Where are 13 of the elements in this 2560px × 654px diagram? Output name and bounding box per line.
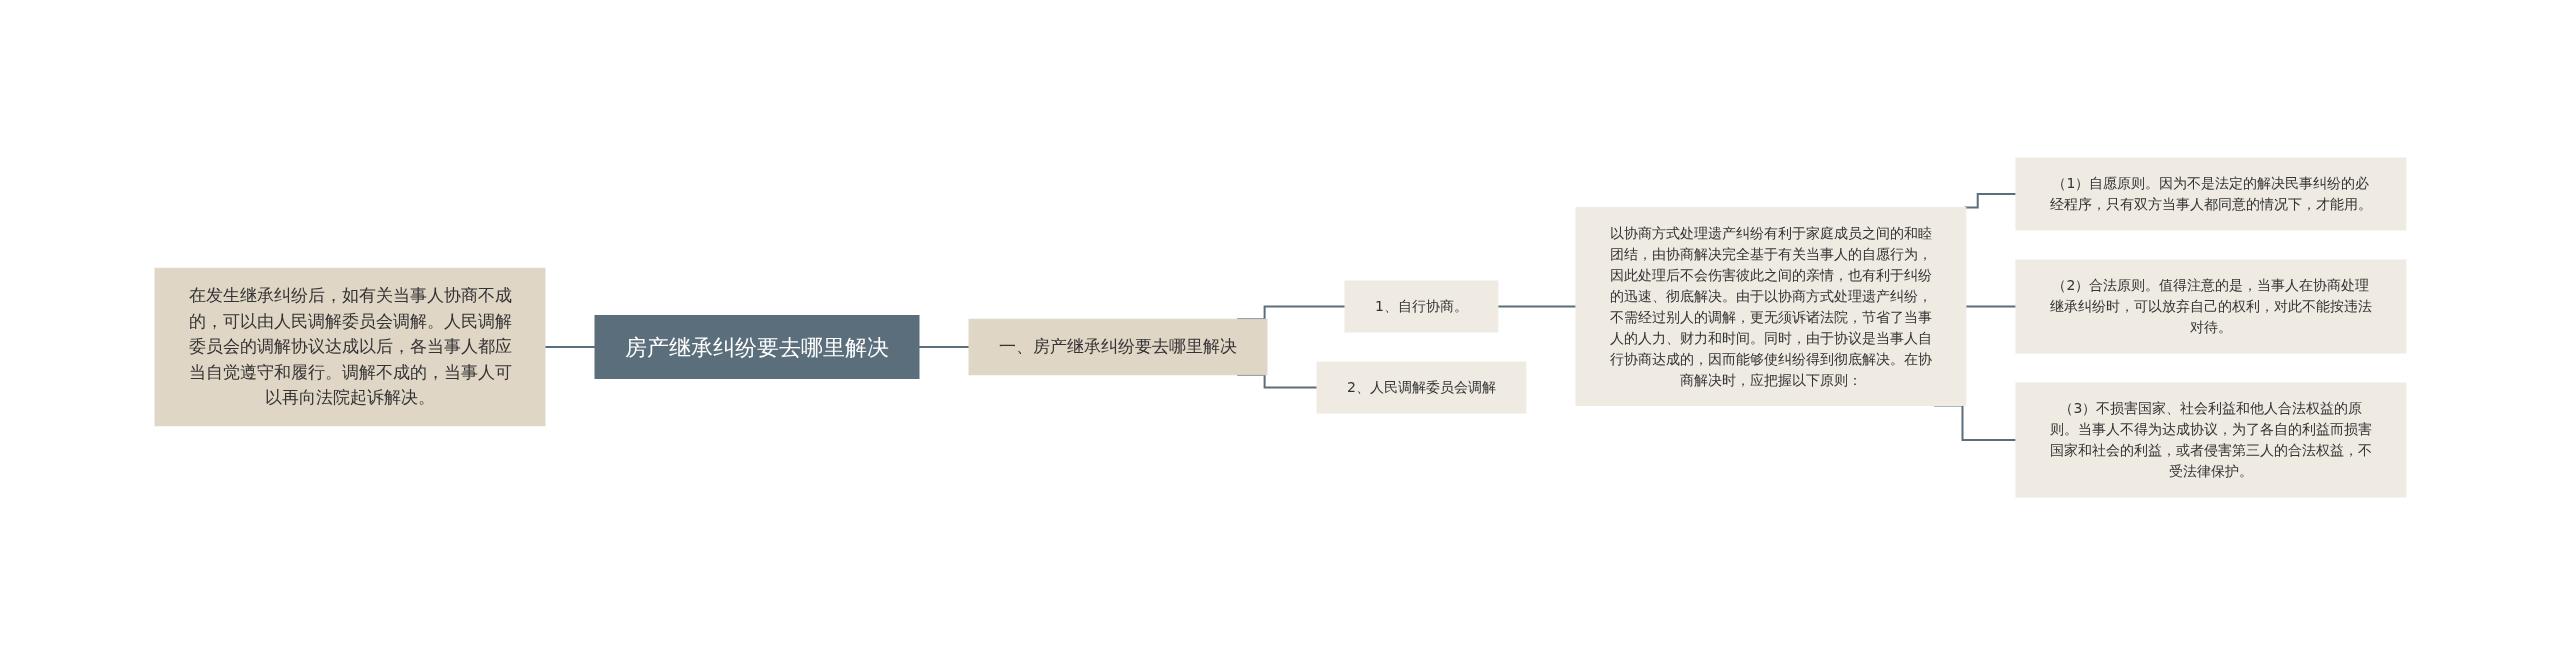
node-box: 一、房产继承纠纷要去哪里解决 [968,318,1268,375]
node-box: 以协商方式处理遗产纠纷有利于家庭成员之间的和睦团结，由协商解决完全基于有关当事人的自愿行为，因此处理后不会伤害彼此之间的亲情，也有利于纠纷的迅速、彻底解决。由于以协商方式处理遗产纠纷，不需经过别人的调解，更无须诉诸法院，节省了当事人的人力、财力和时间。同时，由于协议是当事人自行协商达成的，因而能够使纠纷得到彻底解决。在协商解决时，应把握以下原则： [1574,206,1966,406]
connector [543,345,596,348]
node-box: 在发生继承纠纷后，如有关当事人协商不成的，可以由人民调解委员会调解。人民调解委员会的调解协议达成以后，各当事人都应当自觉遵守和履行。调解不成的，当事人可以再向法院起诉解决。 [154,267,546,426]
node-box: 1、自行协商。 [1344,280,1498,332]
connector [1496,305,1577,307]
node-box: 房产继承纠纷要去哪里解决 [594,314,920,379]
node-box: （3）不损害国家、社会利益和他人合法权益的原则。当事人不得为达成协议，为了各自的利益而损害国家和社会的利益，或者侵害第三人的合法权益，不受法律保护。 [2014,382,2406,497]
node-box: （1）自愿原则。因为不是法定的解决民事纠纷的必经程序，只有双方当事人都同意的情况下，才能用。 [2014,157,2406,230]
connector [917,345,970,348]
connector [1964,305,2017,307]
node-box: （2）合法原则。值得注意的是，当事人在协商处理继承纠纷时，可以放弃自己的权利，对此不能按违法对待。 [2014,259,2406,353]
node-box: 2、人民调解委员会调解 [1316,361,1526,413]
